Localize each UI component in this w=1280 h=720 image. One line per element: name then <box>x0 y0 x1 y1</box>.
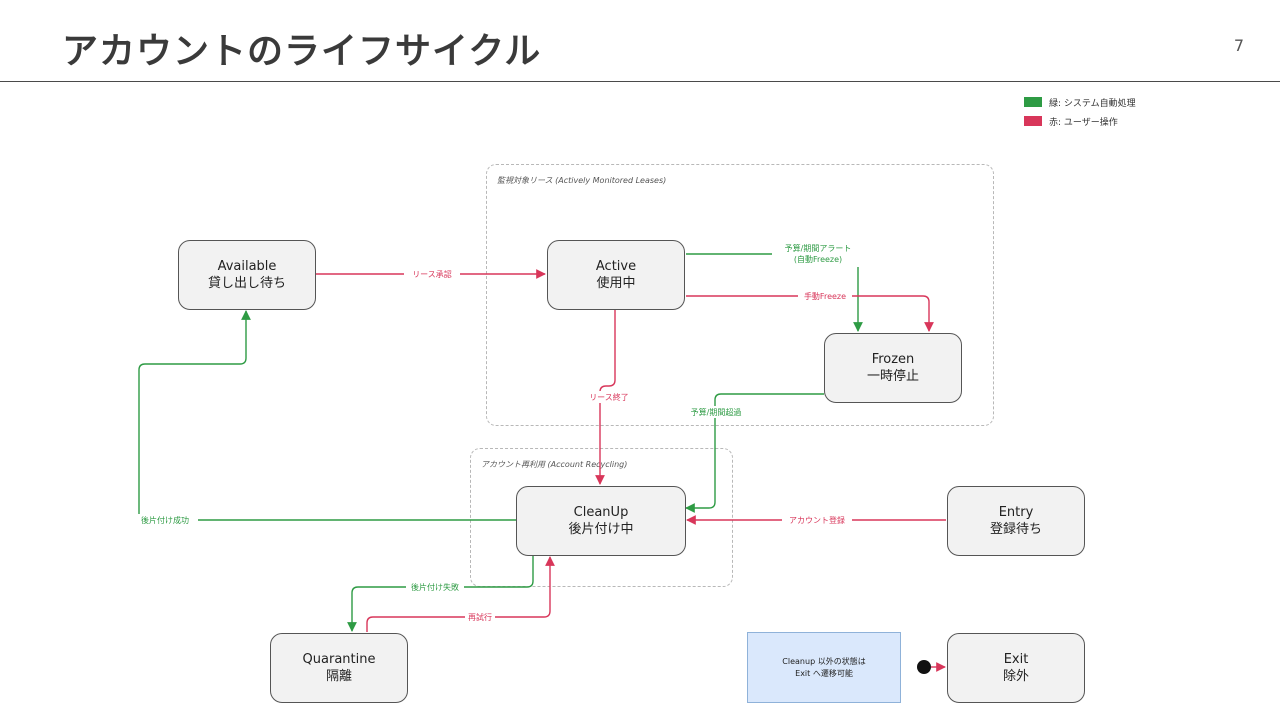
legend-item-red: 赤: ユーザー操作 <box>1024 114 1136 128</box>
group-label-recycling: アカウント再利用 (Account Recycling) <box>481 460 628 469</box>
title-divider <box>0 81 1280 82</box>
state-active[interactable]: Active 使用中 <box>547 240 685 310</box>
edge-label-bg-cleanup-failure <box>406 581 464 593</box>
state-exit[interactable]: Exit 除外 <box>947 633 1085 703</box>
edge-label-bg-budget-alert <box>772 241 864 267</box>
state-available-desc: 貸し出し待ち <box>207 276 286 291</box>
edge-budget-exceeded <box>685 393 824 513</box>
edge-manual-freeze <box>686 295 934 332</box>
state-frozen-desc: 一時停止 <box>866 369 919 384</box>
edge-label-lease-end: リース終了 <box>589 392 629 402</box>
edge-label-bg-cleanup-success <box>138 514 198 526</box>
group-label-monitored: 監視対象リース (Actively Monitored Leases) <box>497 176 667 185</box>
edge-label-budget-alert-line2: (自動Freeze) <box>794 254 842 264</box>
edge-label-retry: 再試行 <box>468 612 492 622</box>
state-cleanup[interactable]: CleanUp 後片付け中 <box>516 486 686 556</box>
state-entry-desc: 登録待ち <box>989 522 1042 537</box>
state-available[interactable]: Available 貸し出し待ち <box>178 240 316 310</box>
state-cleanup-name: CleanUp <box>573 505 629 520</box>
legend-swatch-green <box>1024 97 1042 107</box>
edge-label-bg-manual-freeze <box>798 290 852 302</box>
state-frozen[interactable]: Frozen 一時停止 <box>824 333 962 403</box>
legend-swatch-red <box>1024 116 1042 126</box>
page-number: 7 <box>1233 36 1244 55</box>
edge-label-bg-budget-exceeded <box>685 406 747 418</box>
state-entry-name: Entry <box>998 505 1034 520</box>
state-quarantine-desc: 隔離 <box>325 669 352 684</box>
edge-label-account-registration: アカウント登録 <box>789 515 845 525</box>
state-exit-name: Exit <box>1003 652 1029 667</box>
edge-lease-end <box>595 310 616 485</box>
edge-label-bg-lease-end <box>584 391 634 403</box>
exit-note-line2: Exit へ遷移可能 <box>795 668 853 678</box>
state-available-name: Available <box>217 259 277 274</box>
edge-retry <box>366 556 555 632</box>
edge-label-budget-exceeded: 予算/期間超過 <box>691 407 742 417</box>
state-quarantine-name: Quarantine <box>302 652 376 667</box>
edge-label-budget-alert-line1: 予算/期間アラート <box>785 243 852 253</box>
edge-label-lease-approval: リース承認 <box>412 269 452 279</box>
edge-label-cleanup-success: 後片付け成功 <box>141 515 189 525</box>
state-entry[interactable]: Entry 登録待ち <box>947 486 1085 556</box>
exit-note-line1: Cleanup 以外の状態は <box>782 656 866 666</box>
slide-title: アカウントのライフサイクル <box>62 31 542 72</box>
state-exit-desc: 除外 <box>1002 669 1029 684</box>
edge-cleanup-failure <box>347 556 534 632</box>
edge-label-bg-account-registration <box>782 514 852 526</box>
edge-label-bg-lease-approval <box>404 268 460 280</box>
edge-label-cleanup-failure: 後片付け失敗 <box>411 582 459 592</box>
legend-label-red: 赤: ユーザー操作 <box>1049 117 1118 128</box>
state-frozen-name: Frozen <box>871 352 915 367</box>
state-cleanup-desc: 後片付け中 <box>568 522 634 537</box>
legend-label-green: 緑: システム自動処理 <box>1049 98 1136 109</box>
edge-label-bg-retry <box>465 611 495 623</box>
exit-start-dot <box>917 660 931 674</box>
edge-label-manual-freeze: 手動Freeze <box>804 291 846 301</box>
state-active-name: Active <box>595 259 637 274</box>
state-quarantine[interactable]: Quarantine 隔離 <box>270 633 408 703</box>
legend-item-green: 緑: システム自動処理 <box>1024 95 1136 109</box>
exit-note: Cleanup 以外の状態は Exit へ遷移可能 <box>747 632 901 703</box>
group-monitored-leases: 監視対象リース (Actively Monitored Leases) <box>486 164 994 426</box>
legend: 緑: システム自動処理 赤: ユーザー操作 <box>1024 95 1136 133</box>
edge-cleanup-success <box>138 310 516 521</box>
state-active-desc: 使用中 <box>596 276 636 291</box>
group-account-recycling: アカウント再利用 (Account Recycling) <box>470 448 733 587</box>
